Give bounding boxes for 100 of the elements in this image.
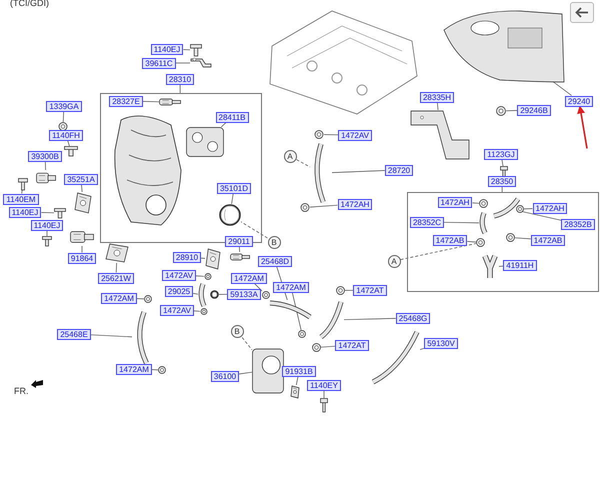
bolt-drawing (320, 398, 328, 412)
hose-drawing (318, 300, 344, 340)
hose-clamp-drawing (312, 343, 321, 352)
part-number-callout: 35251A (64, 174, 98, 184)
hose-clamp-drawing (300, 203, 310, 212)
bolt-drawing (54, 208, 66, 218)
part-number-callout: 1140EJ (30, 220, 64, 230)
hose-clamp-drawing (144, 295, 152, 303)
part-number-callout: 28720 (384, 164, 414, 176)
part-number-callout: 29025 (164, 286, 194, 296)
reference-circle: B (268, 236, 280, 248)
leader-line (40, 212, 54, 214)
part-number-callout: 29240 (564, 96, 594, 106)
bolt-drawing (18, 178, 28, 190)
reference-line (296, 159, 310, 168)
group-frame (100, 93, 262, 243)
hose-drawing (370, 330, 420, 385)
part-number-callout: 59130V (424, 338, 458, 348)
part-number-callout: 1140EJ (150, 44, 184, 54)
hose-clamp-drawing (262, 291, 270, 299)
leader-line (238, 246, 240, 252)
part-number-callout: 59133A (227, 288, 261, 300)
part-number-callout: 35101D (216, 182, 252, 194)
leader-line (332, 170, 386, 173)
part-number-callout: 36100 (210, 370, 240, 382)
part-number-callout: 25468E (57, 328, 91, 340)
y-connector-drawing (481, 253, 499, 281)
part-number-callout: 1140EY (307, 380, 341, 390)
part-number-callout: 28352C (410, 216, 444, 228)
leader-line (296, 376, 298, 386)
sensor-drawing (36, 170, 56, 186)
arrow (577, 106, 588, 149)
part-number-callout: 1140FH (49, 130, 83, 140)
part-number-callout: 1472AH (532, 202, 568, 214)
hose-clamp-drawing (200, 308, 208, 315)
fitting-drawing (205, 248, 221, 270)
hose-drawing (268, 300, 313, 320)
leader-line (320, 346, 336, 348)
part-number-callout: 1472AB (432, 234, 468, 246)
part-number-callout: 1472AT (335, 340, 369, 350)
reference-line (400, 243, 476, 260)
leader-line (194, 310, 200, 312)
reference-circle: B (230, 324, 244, 338)
part-number-callout: 1140EM (3, 194, 39, 204)
leader-line (196, 276, 204, 277)
leader-line (254, 283, 262, 292)
bracket-drawing (410, 110, 470, 160)
part-number-callout: 41911H (503, 260, 537, 270)
part-number-callout: 28411B (216, 112, 248, 122)
bracket-drawing (190, 58, 212, 68)
reference-circle: A (388, 254, 400, 268)
hose-drawing (491, 197, 521, 219)
leader-line (192, 293, 198, 295)
fitting-drawing (290, 385, 300, 399)
leader-line (514, 237, 532, 240)
part-number-callout: 1472AB (530, 234, 566, 246)
hose-clamp-drawing (336, 286, 345, 295)
leader-line (520, 210, 562, 221)
part-number-callout: 91931B (282, 366, 316, 376)
gasket-drawing (186, 127, 224, 157)
bolt-drawing (64, 146, 78, 156)
leader-line (142, 101, 160, 102)
leader-line (81, 184, 82, 192)
leader-line (466, 241, 476, 242)
part-number-callout: 29246B (517, 104, 551, 116)
hose-drawing (198, 282, 208, 308)
leader-line (116, 262, 117, 273)
part-number-callout: 1472AM (101, 292, 137, 304)
part-number-callout: 1472AM (231, 272, 267, 284)
part-number-callout: 25468D (258, 256, 292, 266)
leader-line (90, 334, 132, 338)
part-number-callout: 28335H (420, 92, 454, 102)
fitting-drawing (105, 243, 129, 263)
hose-clamp-drawing (314, 130, 324, 139)
leader-line (238, 372, 252, 374)
part-number-callout: 28327E (109, 96, 143, 106)
hose-clamp-drawing (476, 238, 485, 247)
leader-line (175, 62, 190, 64)
reference-line (240, 221, 268, 238)
hose-clamp-drawing (158, 366, 166, 374)
leader-line (444, 222, 480, 224)
leader-line (437, 102, 438, 110)
part-number-callout: 91864 (68, 252, 96, 264)
bolt-drawing (42, 236, 52, 246)
part-number-callout: 25621W (98, 272, 134, 284)
hose-clamp-drawing (479, 199, 488, 208)
part-number-callout: 1123GJ (484, 148, 518, 160)
leader-line (324, 134, 338, 136)
part-number-callout: 28350 (488, 176, 516, 186)
sensor-drawing (230, 252, 250, 262)
hose-drawing (479, 211, 489, 235)
reference-line (242, 337, 252, 350)
leader-line (21, 190, 23, 194)
o-ring-drawing (210, 290, 219, 299)
part-number-callout: 39300B (28, 150, 62, 162)
part-number-callout: 1472AM (116, 364, 152, 374)
part-number-callout: 39611C (142, 58, 176, 68)
part-number-callout: 1472AH (338, 198, 372, 210)
nut-drawing (496, 106, 506, 116)
front-label: FR. (14, 386, 28, 396)
